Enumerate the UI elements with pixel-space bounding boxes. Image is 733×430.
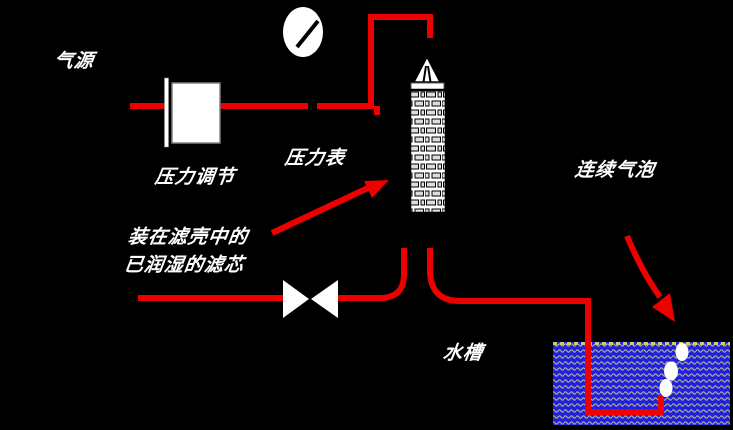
water-tank [553, 342, 730, 425]
label-wetted-filter-line1: 装在滤壳中的 [126, 227, 250, 248]
label-pressure-regulation: 压力调节 [153, 167, 237, 188]
valve-icon [283, 280, 338, 318]
arrow-to-filter [270, 180, 389, 236]
bubbles-icon [659, 343, 689, 397]
label-gas-source: 气源 [52, 51, 96, 72]
pressure-gauge-icon [283, 7, 323, 57]
pipe-in-tank [585, 342, 664, 415]
label-wetted-filter: 装在滤壳中的 已润湿的滤芯 [122, 224, 250, 280]
filter-body [408, 88, 448, 215]
arrow-to-bubbles [624, 234, 675, 322]
label-pressure-gauge: 压力表 [283, 148, 347, 169]
label-water-tank: 水槽 [441, 343, 485, 364]
label-wetted-filter-line2: 已润湿的滤芯 [122, 255, 246, 276]
label-continuous-bubbles: 连续气泡 [573, 160, 657, 181]
pressure-regulator-icon [164, 77, 221, 148]
pipe-riser [368, 14, 433, 109]
filter-cartridge-icon [408, 55, 448, 215]
gauge-needle [295, 19, 320, 49]
filter-nib [412, 55, 442, 83]
pipe-to-filter-bottom [338, 248, 407, 301]
